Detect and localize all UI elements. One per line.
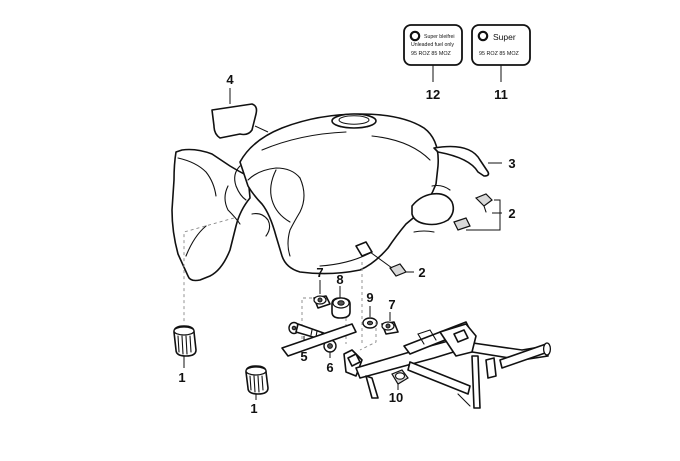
callout-7-left: 7: [316, 265, 323, 280]
callout-2-upper: 2: [508, 206, 515, 221]
leader-line: [254, 125, 269, 133]
label-unleaded-line2: Unleaded fuel only: [411, 42, 454, 48]
knurled-bush-part: [245, 365, 269, 395]
trim-strip-part: [433, 145, 490, 177]
label-super-line1: Super: [493, 32, 516, 42]
fuel-label-unleaded: Super bleifrei Unleaded fuel only 95 ROZ…: [403, 24, 463, 66]
filler-symbol-icon: [409, 30, 421, 42]
callout-6: 6: [326, 360, 333, 375]
callout-2-lower: 2: [418, 265, 425, 280]
leader-line: [369, 251, 393, 269]
callout-8: 8: [336, 272, 343, 287]
callout-5: 5: [300, 349, 307, 364]
rubber-buffer: [474, 193, 493, 213]
washer-part: [362, 317, 378, 329]
label-unleaded-line1: Super bleifrei: [424, 34, 455, 40]
callout-1-lower: 1: [250, 401, 257, 416]
callout-12: 12: [426, 87, 440, 102]
label-unleaded-line3: 95 ROZ 85 MOZ: [411, 51, 452, 57]
rubber-buffer: [389, 263, 407, 277]
filler-symbol-icon: [477, 30, 489, 42]
callout-4: 4: [226, 72, 234, 87]
label-super-line2: 95 ROZ 85 MOZ: [479, 51, 520, 57]
leader-line: [466, 199, 501, 231]
spacer-sleeve-part: [331, 297, 351, 319]
callout-11: 11: [494, 87, 508, 102]
callout-3: 3: [508, 156, 515, 171]
frame-tube: [281, 321, 552, 409]
tank-pad-part: [211, 103, 258, 139]
fuel-label-super: Super 95 ROZ 85 MOZ: [471, 24, 531, 66]
callout-10: 10: [389, 390, 403, 405]
fuel-tank: [171, 113, 455, 282]
collar-nut-part: [381, 321, 399, 335]
callout-9: 9: [366, 290, 373, 305]
knurled-bush-part: [173, 325, 197, 357]
tank-bracket: [355, 241, 373, 257]
callout-7-right: 7: [388, 297, 395, 312]
rubber-buffer: [453, 217, 471, 231]
dashed-guide: [359, 322, 377, 351]
nut-part: [391, 369, 409, 385]
callout-1-upper: 1: [178, 370, 185, 385]
collar-nut-part: [313, 295, 331, 309]
